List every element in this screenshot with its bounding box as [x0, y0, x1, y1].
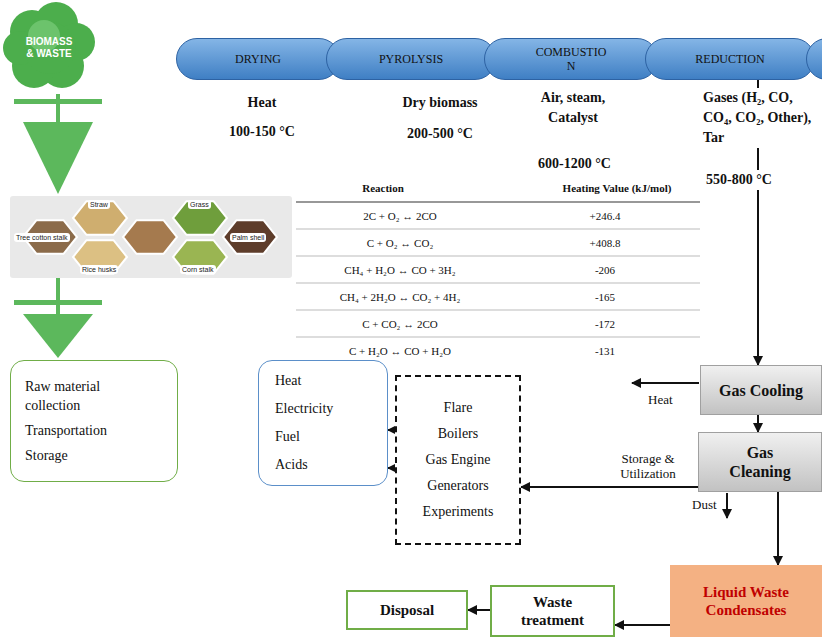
table-rule: [296, 256, 700, 257]
biomass-image: Straw GrassTree cotton stalk Palm shellRic…: [10, 196, 292, 278]
supply-box: Raw material collectionTransportationSto…: [10, 360, 178, 482]
note-label: 600-1200 °C: [538, 154, 611, 174]
note-label: Dry biomass: [380, 93, 500, 113]
node-text: Waste treatment: [511, 593, 595, 629]
table-cell: Heating Value (kJ/mol): [532, 181, 702, 195]
biomass-hexagon: [173, 240, 227, 274]
output-box: HeatElectricityFuelAcids: [258, 360, 388, 486]
node-text: Generators: [427, 473, 488, 499]
node-text: Experiments: [423, 499, 494, 525]
note-label: Dust: [692, 497, 717, 512]
process-box: Gas Cleaning: [698, 432, 822, 492]
node-text: Tree cotton stalk: [14, 233, 70, 242]
connector: [468, 609, 490, 611]
table-cell: -172: [555, 317, 655, 331]
node-text: Heat: [275, 367, 301, 395]
table-cell: Reaction: [323, 181, 443, 195]
table-cell: -206: [555, 263, 655, 277]
node-text: REDUCTION: [695, 52, 764, 66]
table-rule: [296, 337, 700, 338]
table-rule: [296, 310, 700, 311]
node-text: BIOMASS & WASTE: [21, 36, 77, 60]
process-band: PYROLYSIS: [326, 38, 496, 80]
biomass-cloud: BIOMASS & WASTE: [0, 2, 98, 94]
fat-arrow: [23, 94, 93, 194]
dust-arrow: [726, 493, 728, 518]
biomass-hexagon: [73, 240, 127, 274]
table-cell: 2C + O₂ ↔ 2CO: [300, 209, 500, 223]
arrow-stem: [56, 278, 60, 316]
node-text: Disposal: [380, 601, 434, 619]
node-text: Grass: [188, 200, 211, 209]
table-rule: [296, 201, 700, 202]
node-text: Raw material collection: [25, 377, 145, 415]
node-text: Straw: [88, 200, 110, 209]
node-text: Rice husks: [80, 265, 118, 274]
table-cell: C + CO₂ ↔ 2CO: [300, 317, 500, 331]
note-label: Air, steam, Catalyst: [524, 88, 622, 128]
node-text: PYROLYSIS: [379, 52, 443, 66]
node-text: Palm shell: [230, 233, 266, 242]
node-text: DRYING: [235, 52, 281, 66]
note-label: 550-800 °C: [706, 170, 772, 190]
arrow-stem: [56, 94, 60, 124]
connector: [388, 467, 395, 469]
node-text: Gas Engine: [426, 447, 491, 473]
node-text: Acids: [275, 451, 308, 479]
node-text: COMBUSTIO N: [532, 45, 610, 73]
table-cell: C + H₂O ↔ CO + H₂O: [300, 344, 500, 358]
table-cell: -131: [555, 344, 655, 358]
process-box: Gas Cooling: [700, 365, 822, 415]
node-text: Gas Cleaning: [718, 443, 802, 481]
table-cell: CH₄ + H₂O ↔ CO + 3H₂: [300, 263, 500, 277]
connector: [388, 429, 395, 431]
fat-arrow: [23, 278, 93, 358]
note-label: Gases (H₂, CO, CO₄, CO₂, Other), Tar: [703, 88, 819, 148]
connector: [521, 486, 698, 488]
waste-box: Liquid Waste Condensates: [670, 565, 822, 637]
node-text: Electricity: [275, 395, 333, 423]
connector: [777, 492, 779, 565]
process-band: REDUCTION: [645, 38, 815, 80]
node-text: Boilers: [438, 421, 478, 447]
arrow-head: [23, 122, 93, 194]
process-box: Waste treatment: [490, 585, 615, 637]
utilization-box: FlareBoilersGas EngineGeneratorsExperime…: [395, 375, 521, 545]
biomass-hexagon: [223, 220, 277, 254]
biomass-hexagon: [123, 220, 177, 254]
process-band: COMBUSTIO N: [484, 38, 658, 80]
node-text: Storage: [25, 446, 68, 465]
connector: [757, 415, 759, 432]
node-text: Liquid Waste Condensates: [690, 583, 802, 619]
table-rule: [296, 229, 700, 230]
table-rule: [296, 283, 700, 284]
node-text: Fuel: [275, 423, 300, 451]
table-cell: +408.8: [555, 236, 655, 250]
process-band: DRYING: [176, 38, 340, 80]
node-text: Flare: [444, 395, 473, 421]
node-text: Corn stalk: [180, 265, 216, 274]
table-cell: C + O₂ ↔ CO₂: [300, 236, 500, 250]
node-text: Gas Cooling: [719, 381, 803, 400]
note-label: 100-150 °C: [207, 122, 317, 142]
table-cell: -165: [555, 290, 655, 304]
note-label: Heat: [648, 392, 673, 407]
heat-arrow: [632, 382, 699, 384]
process-box: Disposal: [346, 590, 468, 630]
table-cell: CH₄ + 2H₂O ↔ CO₂ + 4H₂: [300, 290, 500, 304]
note-label: Heat: [217, 93, 307, 113]
connector: [615, 624, 670, 626]
arrow-head: [23, 314, 93, 358]
table-cell: +246.4: [555, 209, 655, 223]
node-text: Transportation: [25, 421, 107, 440]
note-label: 200-500 °C: [385, 124, 495, 144]
edge-label: Storage & Utilization: [600, 451, 696, 481]
